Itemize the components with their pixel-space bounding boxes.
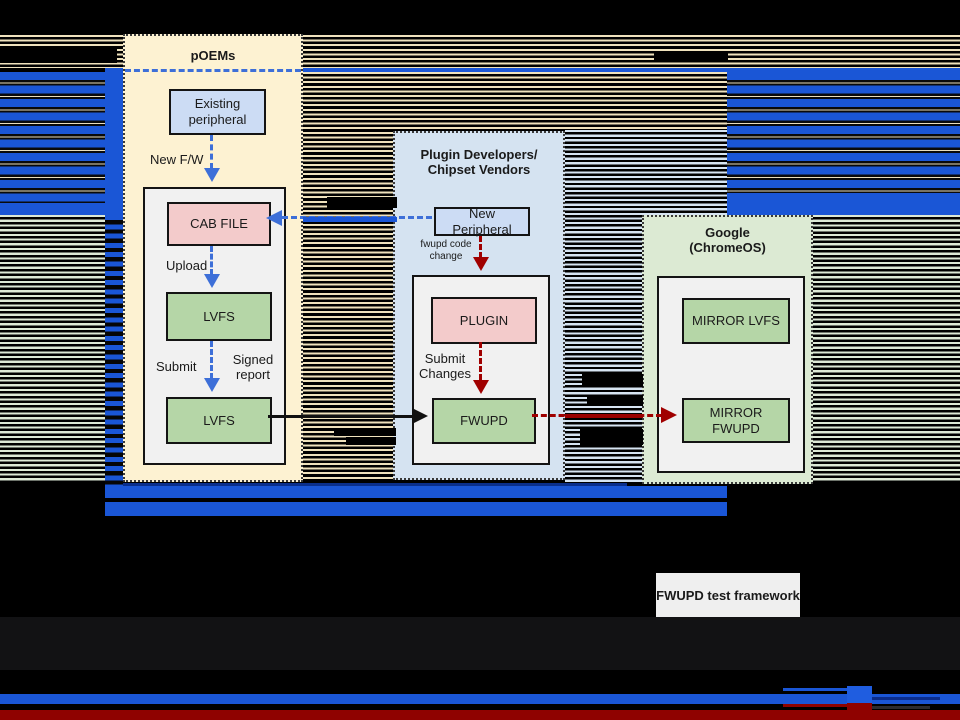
- arrowhead-lvfs-to-fwupd: [412, 408, 428, 424]
- glitch-blue-rect: [847, 686, 872, 704]
- fwupd-test-framework-box: FWUPD test framework: [656, 573, 800, 617]
- mirror-lvfs-label: MIRROR LVFS: [692, 313, 780, 328]
- plugin-label: PLUGIN: [459, 312, 509, 328]
- cab-file-label: CAB FILE: [190, 216, 248, 231]
- glitch-solid-over-red-arrow: [565, 414, 643, 418]
- glitch-stripe-band: [397, 72, 565, 131]
- glitch-solid-over-arrow: [303, 217, 397, 222]
- lvfs-lower-label: LVFS: [203, 412, 235, 428]
- glitch-black-bar: [654, 52, 728, 61]
- new-peripheral-box: New Peripheral: [434, 205, 530, 237]
- arrowhead-plugin-to-fwupd: [473, 380, 489, 394]
- fwupd-test-framework-label: FWUPD test framework: [656, 587, 800, 603]
- plugin-vendors-title: Plugin Developers/ Chipset Vendors: [420, 147, 538, 177]
- poems-title-separator: [125, 69, 301, 72]
- arrowhead-existing-to-cab: [204, 168, 220, 182]
- google-title: Google (ChromeOS): [689, 225, 766, 255]
- bottom-red-band: [0, 710, 960, 720]
- arrow-plugin-to-fwupd: [479, 342, 482, 380]
- glitch-red-line: [783, 704, 847, 707]
- glitch-stripe-band: [565, 130, 643, 483]
- arrowhead-newperipheral-to-plugin: [473, 257, 489, 271]
- existing-peripheral-box: Existing peripheral: [169, 89, 266, 135]
- arrowhead-fwupd-to-mirror: [661, 407, 677, 423]
- arrowhead-lvfs-to-lvfs: [204, 378, 220, 392]
- cab-file-box: CAB FILE: [167, 202, 271, 246]
- glitch-black-bar: [327, 197, 397, 208]
- glitch-stripe-band: [727, 72, 960, 193]
- glitch-dashed-bar: [105, 215, 123, 490]
- glitch-black-bar: [346, 437, 396, 445]
- fwupd-code-change-label: fwupd code change: [420, 239, 472, 262]
- glitch-blue-band: [105, 486, 727, 498]
- glitch-stripe-band: [0, 215, 105, 483]
- glitch-stripe-band: [813, 215, 960, 483]
- bottom-blue-band: [0, 694, 960, 704]
- glitch-stripe-band: [565, 72, 727, 130]
- arrowhead-cab-to-lvfs: [204, 274, 220, 288]
- glitch-blue-bar: [105, 68, 123, 215]
- glitch-gray-line: [872, 706, 930, 709]
- poems-group-panel: pOEMs Existing peripheral CAB FILE LVFS …: [123, 34, 303, 482]
- glitch-black-bar: [580, 429, 643, 445]
- glitch-black-bar: [587, 395, 643, 406]
- glitch-navy-line: [872, 697, 940, 700]
- plugin-vendors-group-panel: Plugin Developers/ Chipset Vendors New P…: [393, 131, 565, 480]
- lvfs-lower-box: LVFS: [166, 397, 272, 444]
- google-group-panel: Google (ChromeOS) MIRROR LVFS MIRROR FWU…: [642, 215, 813, 484]
- glitch-blue-band: [105, 502, 727, 516]
- mirror-lvfs-box: MIRROR LVFS: [682, 298, 790, 344]
- mirror-fwupd-box: MIRROR FWUPD: [682, 398, 790, 443]
- poems-title: pOEMs: [190, 48, 236, 63]
- glitch-blue-line: [783, 688, 847, 691]
- arrow-existing-to-cab: [210, 135, 213, 169]
- glitch-stripe-band: [643, 130, 727, 215]
- plugin-box: PLUGIN: [431, 297, 537, 344]
- glitch-stripe-band: [303, 72, 397, 480]
- lvfs-upper-box: LVFS: [166, 292, 272, 341]
- mirror-fwupd-label: MIRROR FWUPD: [709, 404, 763, 436]
- glitch-blue-bar: [0, 203, 123, 215]
- signed-report-label: Signed report: [232, 352, 274, 382]
- lvfs-upper-label: LVFS: [203, 308, 235, 324]
- arrow-lvfs-to-lvfs: [210, 341, 213, 379]
- google-inner-container: MIRROR LVFS MIRROR FWUPD: [657, 276, 805, 473]
- glitch-black-bar: [0, 47, 117, 63]
- arrow-cab-to-lvfs: [210, 246, 213, 275]
- new-peripheral-label: New Peripheral: [452, 205, 512, 237]
- glitch-navy-line: [123, 483, 627, 486]
- glitch-stripe-band: [0, 72, 105, 203]
- upload-label: Upload: [166, 258, 208, 273]
- new-fw-label: New F/W: [150, 152, 204, 167]
- arrowhead-newperipheral-to-cab: [266, 210, 282, 226]
- fwupd-label: FWUPD: [460, 413, 508, 428]
- arrow-newperipheral-to-plugin: [479, 236, 482, 258]
- glitch-dark-band: [0, 617, 960, 670]
- fwupd-box: FWUPD: [432, 398, 536, 444]
- glitch-blue-bar: [727, 193, 960, 215]
- existing-peripheral-label: Existing peripheral: [188, 96, 247, 127]
- glitch-red-rect: [847, 703, 872, 714]
- glitch-blue-line: [303, 68, 960, 72]
- glitch-black-bar: [582, 374, 643, 387]
- poems-inner-container: CAB FILE LVFS LVFS: [143, 187, 286, 465]
- arrow-lvfs-to-fwupd-line: [268, 415, 414, 418]
- submit-changes-label: Submit Changes: [418, 351, 472, 381]
- glitch-black-bar: [334, 428, 396, 436]
- submit-label: Submit: [156, 359, 197, 374]
